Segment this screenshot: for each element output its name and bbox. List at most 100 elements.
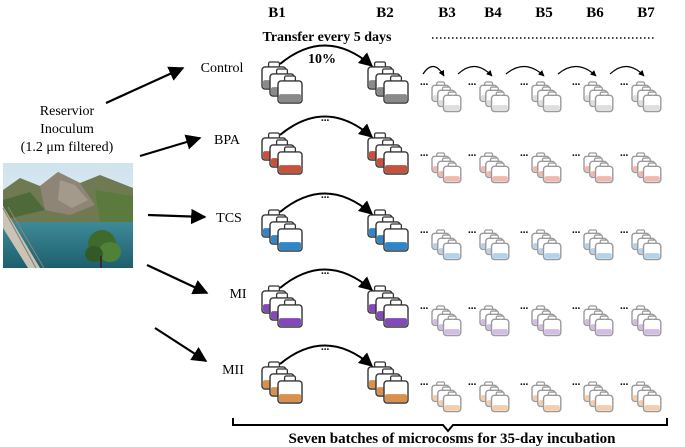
stack-bpa-b4-bottle-3 — [490, 162, 510, 184]
treatment-rows: Control...............BPA...............… — [201, 44, 662, 413]
stack-mi-b7 — [631, 305, 662, 337]
transfer-arrow-mi-b1-b2 — [279, 268, 374, 291]
arrow-to-tcs — [147, 208, 207, 225]
arrow-to-mii — [154, 327, 208, 362]
stack-mii-b7 — [631, 381, 662, 413]
stack-bpa-b2 — [367, 132, 409, 175]
stack-tcs-b4 — [479, 229, 510, 261]
ellipsis-mi-b1-b2: ... — [321, 265, 330, 277]
stack-bpa-b5 — [531, 152, 562, 184]
ellipsis-mi-b5: ... — [520, 300, 529, 312]
batch-header-b3: B3 — [438, 5, 456, 21]
transfer-arrow-tcs-b1-b2 — [279, 192, 374, 215]
stack-control-b4-bottle-3 — [490, 91, 510, 113]
batch-header-b6: B6 — [586, 5, 604, 21]
ellipsis-mi-b7: ... — [620, 300, 629, 312]
stack-mi-b2 — [367, 285, 409, 328]
transfer-arrow-mii-b1-b2 — [279, 344, 374, 367]
treatment-label-tcs: TCS — [216, 211, 242, 226]
ellipsis-mi-b4: ... — [468, 300, 477, 312]
stack-control-b3-bottle-3 — [442, 91, 462, 113]
stack-tcs-b5 — [531, 229, 562, 261]
transfer-arrow-control-4-5 — [505, 65, 545, 77]
row-tcs: TCS.................. — [216, 189, 662, 261]
stack-bpa-b7 — [631, 152, 662, 184]
batch-header-b5: B5 — [535, 5, 553, 21]
ellipsis-mii-b1-b2: ... — [321, 341, 330, 353]
ellipsis-tcs-b5: ... — [520, 224, 529, 236]
stack-bpa-b6-bottle-3 — [594, 162, 614, 184]
treatment-label-control: Control — [201, 61, 244, 76]
stack-bpa-b4 — [479, 152, 510, 184]
batch-headers: B1 B2 B3 B4 B5 B6 B7 — [268, 5, 655, 21]
stack-control-b2-bottle-3 — [383, 75, 409, 104]
ellipsis-mii-b4: ... — [468, 376, 477, 388]
row-control: Control............... — [201, 44, 662, 113]
stack-control-b1-bottle-3 — [277, 75, 303, 104]
bottom-brace — [232, 418, 668, 433]
stack-tcs-b2-bottle-3 — [383, 223, 409, 252]
inoculum-line-3: (1.2 μm filtered) — [21, 140, 114, 155]
stack-tcs-b3 — [431, 229, 462, 261]
ellipsis-mii-b5: ... — [520, 376, 529, 388]
stack-mii-b4-bottle-3 — [490, 391, 510, 413]
stack-bpa-b5-bottle-3 — [542, 162, 562, 184]
stack-bpa-b1-bottle-3 — [277, 146, 303, 175]
batch-header-b4: B4 — [484, 5, 502, 21]
stack-tcs-b6-bottle-3 — [594, 239, 614, 261]
ellipsis-bpa-b1-b2: ... — [321, 112, 330, 124]
stack-tcs-b7-bottle-3 — [642, 239, 662, 261]
ellipsis-tcs-b1-b2: ... — [321, 189, 330, 201]
stack-tcs-b5-bottle-3 — [542, 239, 562, 261]
ellipsis-control-b7: ... — [620, 76, 629, 88]
stack-tcs-b4-bottle-3 — [490, 239, 510, 261]
reservoir-photo — [2, 163, 133, 269]
ellipsis-bpa-b7: ... — [620, 147, 629, 159]
inoculum-label: Reservior Inoculum (1.2 μm filtered) — [21, 104, 114, 155]
ellipsis-mii-b3: ... — [420, 376, 429, 388]
batch-header-b7: B7 — [637, 5, 655, 21]
ellipsis-mii-b6: ... — [572, 376, 581, 388]
stack-control-b5-bottle-3 — [542, 91, 562, 113]
stack-bpa-b7-bottle-3 — [642, 162, 662, 184]
treatment-label-bpa: BPA — [214, 133, 241, 148]
ellipsis-bpa-b4: ... — [468, 147, 477, 159]
transfer-arrow-control-5-6 — [557, 65, 597, 77]
stack-mi-b5 — [531, 305, 562, 337]
ellipsis-control-b4: ... — [468, 76, 477, 88]
transfer-arrow-control-2-3 — [422, 65, 445, 77]
transfer-arrow-control-b1-b2 — [279, 44, 374, 67]
stack-tcs-b7 — [631, 229, 662, 261]
row-mi: MI.................. — [229, 265, 662, 337]
stack-mii-b6-bottle-3 — [594, 391, 614, 413]
ellipsis-control-b5: ... — [520, 76, 529, 88]
treatment-label-mi: MI — [229, 287, 246, 302]
stack-control-b5 — [531, 81, 562, 113]
ellipsis-mi-b3: ... — [420, 300, 429, 312]
stack-mi-b6-bottle-3 — [594, 315, 614, 337]
ellipsis-control-b3: ... — [420, 76, 429, 88]
stack-control-b3 — [431, 81, 462, 113]
arrow-to-bpa — [139, 134, 202, 158]
stack-mi-b5-bottle-3 — [542, 315, 562, 337]
row-bpa: BPA.................. — [214, 112, 662, 184]
stack-tcs-b1-bottle-3 — [277, 223, 303, 252]
stack-bpa-b1 — [261, 132, 303, 175]
transfer-arrow-control-6-7 — [609, 65, 645, 77]
stack-mii-b2-bottle-3 — [383, 375, 409, 404]
transfer-label: Transfer every 5 days — [263, 30, 393, 45]
transfer-arrow-bpa-b1-b2 — [279, 115, 374, 138]
stack-mii-b7-bottle-3 — [642, 391, 662, 413]
stack-tcs-b1 — [261, 209, 303, 252]
stack-mii-b3 — [431, 381, 462, 413]
ellipsis-bpa-b5: ... — [520, 147, 529, 159]
footer-caption: Seven batches of microcosms for 35-day i… — [289, 431, 617, 447]
stack-tcs-b3-bottle-3 — [442, 239, 462, 261]
inoculation-arrows — [105, 66, 209, 362]
stack-mii-b1-bottle-3 — [277, 375, 303, 404]
ellipsis-control-b6: ... — [572, 76, 581, 88]
batch-header-b2: B2 — [376, 5, 394, 21]
stack-mi-b6 — [583, 305, 614, 337]
stack-mii-b4 — [479, 381, 510, 413]
